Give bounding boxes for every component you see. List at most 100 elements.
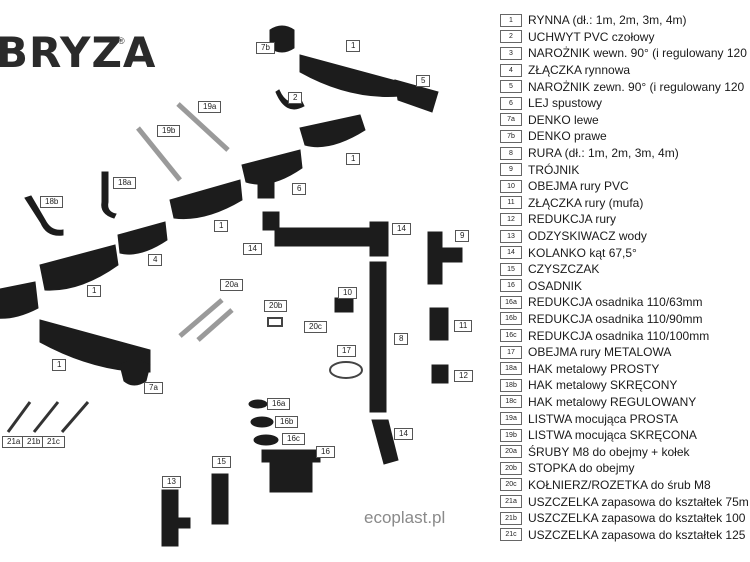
legend-code: 13 [500,229,522,243]
callout-7b: 7b [256,42,275,54]
legend-text: ŚRUBY M8 do obejmy + kołek [528,444,690,459]
gutter-connector [241,149,303,185]
legend-item: 21c USZCZELKA zapasowa do kształtek 125 [500,526,750,543]
legend-code: 20b [500,461,522,475]
callout-6: 6 [292,183,307,195]
callout-9: 9 [455,230,470,242]
elbow-14c [371,419,399,465]
elbow-14b [369,221,389,257]
reducer-16c [253,434,279,446]
callout-16c: 16c [282,433,305,445]
legend-code: 20c [500,478,522,492]
callout-16a: 16a [267,398,291,410]
legend-item: 15 CZYSZCZAK [500,261,750,278]
legend-text: REDUKCJA osadnika 110/90mm [528,311,703,326]
callout-1-mid: 1 [346,153,361,165]
legend-text: UCHWYT PVC czołowy [528,29,655,44]
legend-code: 19b [500,428,522,442]
callout-13: 13 [162,476,181,488]
legend-text: ZŁĄCZKA rynnowa [528,63,631,78]
gutter-1-top [299,54,401,97]
callout-14a: 14 [243,243,262,255]
offset-pipe [274,227,386,247]
legend-item: 19b LISTWA mocująca SKRĘCONA [500,427,750,444]
hook-18a [101,171,117,219]
legend-code: 12 [500,212,522,226]
legend-code: 16 [500,279,522,293]
legend-code: 20a [500,445,522,459]
callout-1-e: 1 [52,359,67,371]
legend-code: 1 [500,13,522,27]
legend-text: OSADNIK [528,278,583,293]
gutter-bottom-1 [39,319,151,373]
seal-21a [6,401,32,433]
legend-text: OBEJMA rury PVC [528,179,629,194]
callout-5: 5 [416,75,431,87]
callout-8: 8 [394,333,409,345]
legend-text: OBEJMA rury METALOWA [528,345,672,360]
legend-code: 16c [500,329,522,343]
callout-18a: 18a [113,177,137,189]
legend-code: 21a [500,495,522,509]
callout-20c: 20c [304,321,327,333]
legend-code: 5 [500,80,522,94]
gutter-connector-4 [117,221,168,255]
legend-text: CZYSZCZAK [528,262,600,277]
legend-text: STOPKA do obejmy [528,461,635,476]
seal-21b [32,401,60,433]
legend-code: 21c [500,528,522,542]
legend-code: 7b [500,129,522,143]
water-diverter-13 [161,489,191,547]
callout-17: 17 [337,345,356,357]
legend-code: 7a [500,113,522,127]
end-cap-7a [119,359,151,386]
legend-code: 16a [500,295,522,309]
rail-19a [176,102,230,152]
legend-text: KOLANKO kąt 67,5° [528,245,637,260]
reducer-16b [250,416,274,428]
gutter-mid-2 [169,179,243,220]
watermark-ecoplast: ecoplast.pl [364,508,446,527]
legend-code: 10 [500,179,522,193]
legend-text: USZCZELKA zapasowa do kształtek 125 [528,527,746,542]
callout-12: 12 [454,370,473,382]
callout-21c: 21c [42,436,65,448]
hook-18b [24,195,64,236]
callout-14c: 14 [394,428,413,440]
callout-10: 10 [338,287,357,299]
callout-20b: 20b [264,300,288,312]
legend-item: 4 ZŁĄCZKA rynnowa [500,62,750,79]
legend-text: LISTWA mocująca PROSTA [528,411,679,426]
downspout-outlet-6 [257,177,275,199]
legend-text: TRÓJNIK [528,162,580,177]
legend-item: 1 RYNNA (dł.: 1m, 2m, 3m, 4m) [500,12,750,29]
reducer-12 [431,364,449,384]
legend-text: NAROŻNIK wewn. 90° (i regulowany 120 [528,46,747,61]
callout-4: 4 [148,254,163,266]
legend-code: 18c [500,395,522,409]
legend-text: LISTWA mocująca SKRĘCONA [528,428,697,443]
bolt-20a-2 [196,308,234,342]
legend-code: 4 [500,63,522,77]
callout-19a: 19a [198,101,222,113]
gutter-1-mid [299,114,366,148]
legend-code: 18a [500,362,522,376]
legend-code: 15 [500,262,522,276]
legend-text: RYNNA (dł.: 1m, 2m, 3m, 4m) [528,13,687,28]
